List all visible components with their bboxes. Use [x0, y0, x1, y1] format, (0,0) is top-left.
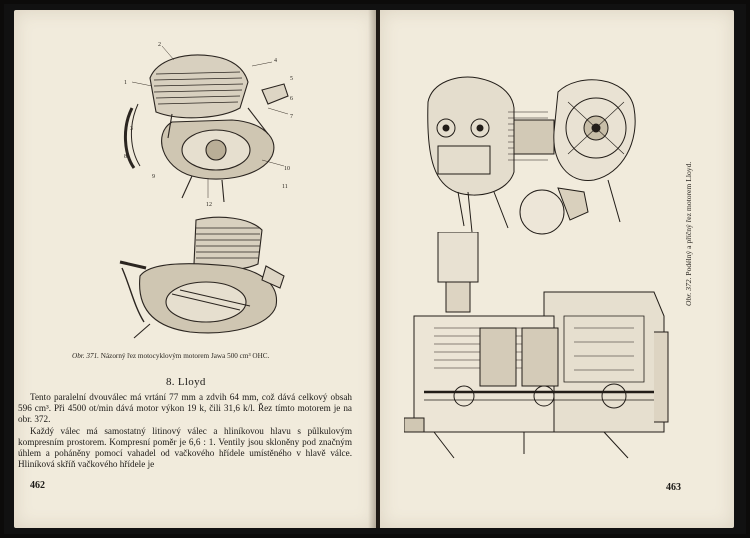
- figure-jawa-engine-cutaway-top: 1 2 3 4 5 6 7 8 9 10 11 12: [112, 38, 302, 210]
- figure-372-caption: Obr. 372. Podélný a příčný řez motorem L…: [684, 162, 693, 306]
- figure-lloyd-longitudinal-section: [404, 232, 672, 464]
- caption-label: Obr. 371.: [72, 352, 99, 360]
- section-title: 8. Lloyd: [166, 376, 206, 388]
- figure-callout-label: 2: [158, 42, 161, 48]
- paragraph: Každý válec má samostatný litinový válec…: [18, 425, 352, 470]
- figure-callout-label: 3: [130, 126, 133, 132]
- figure-callout-label: 6: [290, 96, 293, 102]
- caption-text: Podélný a příčný řez motorem Lloyd.: [684, 161, 693, 276]
- figure-callout-label: 8: [124, 154, 127, 160]
- figure-lloyd-cross-section: [408, 62, 640, 244]
- figure-jawa-engine-cutaway-bottom: [110, 206, 300, 348]
- figure-callout-label: 10: [284, 166, 290, 172]
- figure-callout-label: 1: [124, 80, 127, 86]
- figure-callout-label: 7: [290, 114, 293, 120]
- paragraph: Tento paralelní dvouválec má vrtání 77 m…: [18, 392, 352, 425]
- body-text: Tento paralelní dvouválec má vrtání 77 m…: [18, 392, 352, 470]
- figure-371-caption: Obr. 371. Názorný řez motocyklovým motor…: [72, 352, 269, 360]
- figure-callout-label: 9: [152, 174, 155, 180]
- caption-label: Obr. 372.: [684, 277, 693, 306]
- page-number-left: 462: [30, 480, 45, 491]
- figure-callout-label: 4: [274, 58, 277, 64]
- figure-callout-label: 12: [206, 202, 212, 208]
- figure-callout-label: 11: [282, 184, 288, 190]
- page-number-right: 463: [666, 482, 681, 493]
- caption-text: Názorný řez motocyklovým motorem Jawa 50…: [100, 352, 270, 360]
- figure-callout-label: 5: [290, 76, 293, 82]
